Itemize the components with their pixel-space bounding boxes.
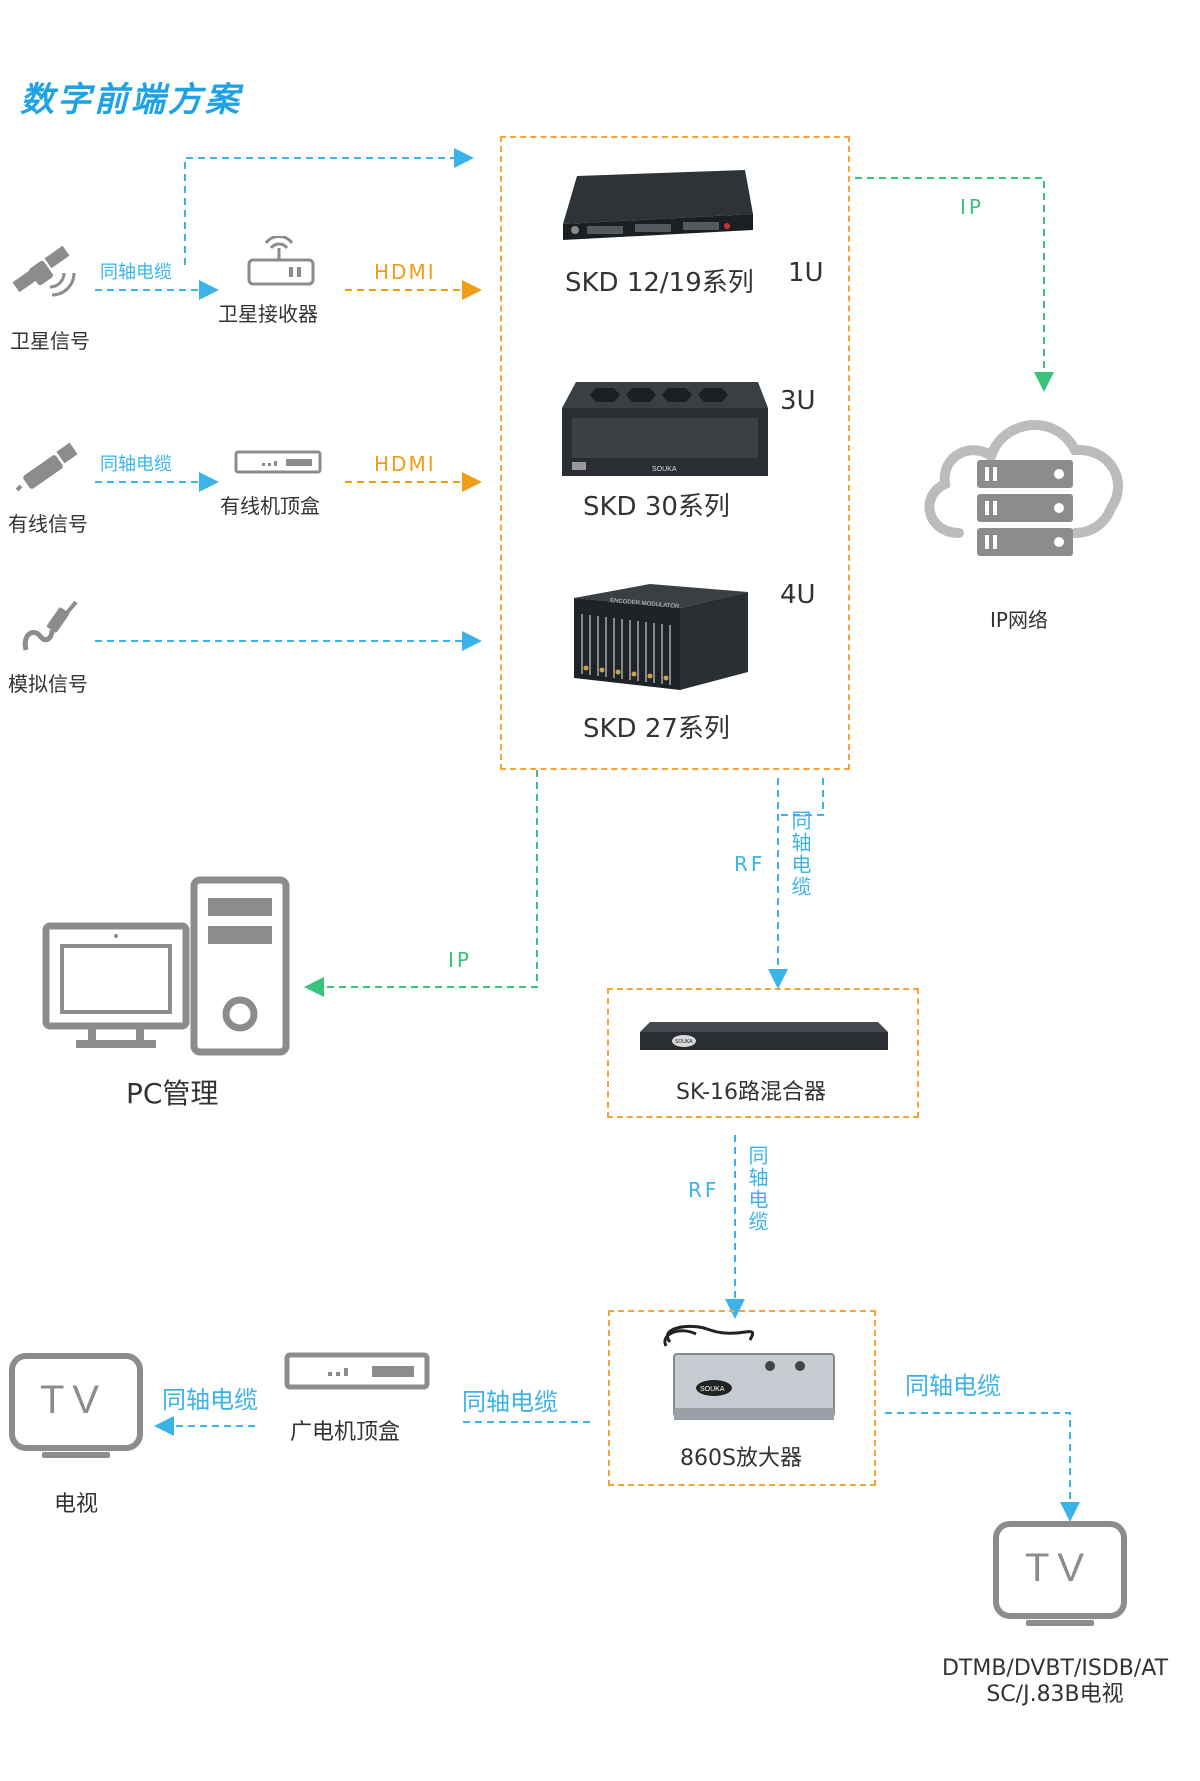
combiner-device-image: SOUKA bbox=[640, 1022, 888, 1050]
set-top-box-icon bbox=[234, 450, 322, 474]
combiner-brand-text: SOUKA bbox=[675, 1039, 693, 1045]
skd12-label: SKD 12/19系列 bbox=[565, 268, 754, 298]
encoder-group-box bbox=[500, 136, 850, 770]
satellite-signal-label: 卫星信号 bbox=[10, 329, 90, 353]
skd30-device-image: SOUKA bbox=[562, 382, 768, 476]
skd27-device-image: ENCODER MODULATOR bbox=[574, 584, 748, 690]
ip-pc-label: IP bbox=[448, 948, 472, 972]
ip-cloud-line bbox=[855, 177, 1054, 392]
skd27-u-label: 4U bbox=[780, 580, 816, 610]
cable-signal-label: 有线信号 bbox=[8, 512, 88, 536]
page-title: 数字前端方案 bbox=[20, 80, 242, 120]
tv-screen-text: TV bbox=[40, 1378, 108, 1422]
amplifier-box bbox=[608, 1310, 876, 1486]
skd27-label: SKD 27系列 bbox=[583, 714, 730, 744]
satellite-receiver-label: 卫星接收器 bbox=[218, 302, 318, 326]
dtv-label: DTMB/DVBT/ISDB/AT SC/J.83B电视 bbox=[941, 1656, 1169, 1707]
rf-label-1: RF bbox=[734, 852, 766, 876]
satellite-icon bbox=[12, 245, 76, 297]
satellite-bypass-line bbox=[184, 148, 474, 265]
skd30-brand-text: SOUKA bbox=[652, 466, 677, 473]
analog-jack-icon bbox=[22, 600, 78, 651]
receiver-icon bbox=[247, 236, 315, 286]
pc-management-label: PC管理 bbox=[126, 1077, 219, 1110]
satellite-hdmi-label: HDMI bbox=[374, 260, 436, 284]
broadcast-stb-icon bbox=[284, 1352, 430, 1390]
cloud-server-icon bbox=[924, 420, 1124, 556]
amplifier-brand-text: SOUKA bbox=[700, 1386, 725, 1393]
amplifier-label: 860S放大器 bbox=[680, 1446, 802, 1471]
ip-network-label: IP网络 bbox=[990, 608, 1048, 632]
cable-hdmi-label: HDMI bbox=[374, 452, 436, 476]
amplifier-device-image: SOUKA bbox=[663, 1324, 835, 1420]
skd30-label: SKD 30系列 bbox=[583, 492, 730, 522]
skd30-u-label: 3U bbox=[780, 386, 816, 416]
combiner-box bbox=[607, 988, 919, 1118]
ip-pc-line bbox=[304, 770, 538, 997]
tv-label: 电视 bbox=[54, 1492, 99, 1517]
tv-icon bbox=[9, 1353, 143, 1458]
rf-combiner-line bbox=[778, 778, 824, 816]
ip-cloud-label: IP bbox=[960, 195, 984, 219]
coax-vertical-label-1: 同轴电缆 bbox=[788, 810, 812, 898]
stb-tv-label: 同轴电缆 bbox=[162, 1386, 258, 1414]
broadcast-stb-label: 广电机顶盒 bbox=[290, 1420, 401, 1445]
amp-dtv-line bbox=[885, 1412, 1080, 1522]
skd12-u-label: 1U bbox=[788, 258, 824, 288]
pc-icon bbox=[42, 876, 290, 1056]
analog-signal-label: 模拟信号 bbox=[8, 672, 88, 696]
rf-label-2: RF bbox=[688, 1178, 720, 1202]
coax-vertical-label-2: 同轴电缆 bbox=[745, 1145, 769, 1233]
dtv-icon bbox=[993, 1521, 1127, 1626]
combiner-label: SK-16路混合器 bbox=[676, 1080, 827, 1105]
skd12-device-image bbox=[563, 170, 753, 240]
amp-dtv-label: 同轴电缆 bbox=[905, 1372, 1001, 1400]
amp-stb-label: 同轴电缆 bbox=[462, 1388, 558, 1416]
dtv-screen-text: TV bbox=[1025, 1546, 1093, 1590]
cable-plug-icon bbox=[15, 442, 78, 492]
satellite-coax-label: 同轴电缆 bbox=[100, 262, 172, 283]
cable-stb-label: 有线机顶盒 bbox=[220, 494, 320, 518]
cable-coax-label: 同轴电缆 bbox=[100, 454, 172, 475]
